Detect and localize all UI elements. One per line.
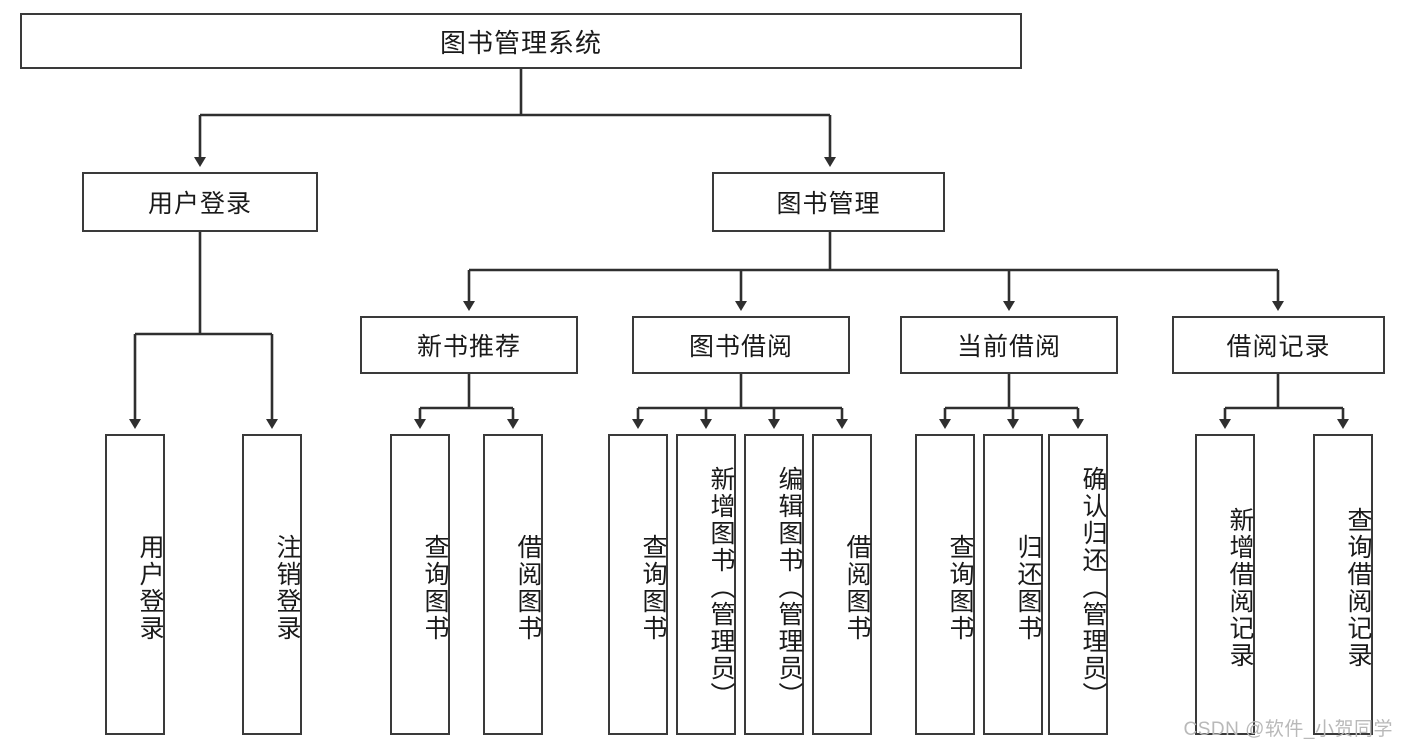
leaf-label: 查询图书 (639, 533, 667, 642)
leaf-label: 用户登录 (136, 533, 164, 642)
leaf-user-login[interactable]: 用户登录 (105, 434, 165, 735)
leaf-label: 借阅图书 (514, 533, 542, 642)
leaf-add-borrow-record[interactable]: 新增借阅记录 (1195, 434, 1255, 735)
node-book-management[interactable]: 图书管理 (712, 172, 945, 232)
leaf-label: 归还图书 (1014, 533, 1042, 642)
leaf-add-book-admin[interactable]: 新增图书（管理员） (676, 434, 736, 735)
leaf-logout[interactable]: 注销登录 (242, 434, 302, 735)
leaf-label: 查询图书 (421, 533, 449, 642)
node-user-login[interactable]: 用户登录 (82, 172, 318, 232)
leaf-return-book[interactable]: 归还图书 (983, 434, 1043, 735)
leaf-query-book-borrow[interactable]: 查询图书 (608, 434, 668, 735)
leaf-query-book-current[interactable]: 查询图书 (915, 434, 975, 735)
leaf-label: 借阅图书 (843, 533, 871, 642)
node-new-book-recommend[interactable]: 新书推荐 (360, 316, 578, 374)
leaf-query-book-newbook[interactable]: 查询图书 (390, 434, 450, 735)
leaf-label: 确认归还（管理员） (1079, 466, 1107, 709)
watermark-text: CSDN @软件_小贺同学 (1183, 719, 1393, 740)
leaf-label: 查询借阅记录 (1344, 506, 1372, 669)
leaf-edit-book-admin[interactable]: 编辑图书（管理员） (744, 434, 804, 735)
leaf-confirm-return-admin[interactable]: 确认归还（管理员） (1048, 434, 1108, 735)
leaf-label: 注销登录 (273, 533, 301, 642)
node-current-borrow[interactable]: 当前借阅 (900, 316, 1118, 374)
leaf-label: 新增借阅记录 (1226, 506, 1254, 669)
leaf-label: 新增图书（管理员） (707, 466, 735, 709)
leaf-borrow-book-newbook[interactable]: 借阅图书 (483, 434, 543, 735)
leaf-query-borrow-record[interactable]: 查询借阅记录 (1313, 434, 1373, 735)
node-borrow-record[interactable]: 借阅记录 (1172, 316, 1385, 374)
node-book-borrow[interactable]: 图书借阅 (632, 316, 850, 374)
node-root[interactable]: 图书管理系统 (20, 13, 1022, 69)
leaf-borrow-book[interactable]: 借阅图书 (812, 434, 872, 735)
leaf-label: 编辑图书（管理员） (775, 466, 803, 709)
leaf-label: 查询图书 (946, 533, 974, 642)
